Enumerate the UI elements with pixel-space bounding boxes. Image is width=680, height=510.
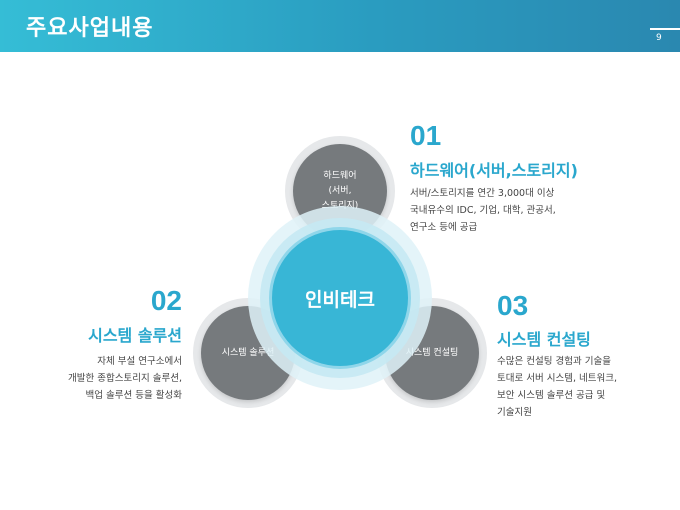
consulting-description: 수많은 컨설팅 경험과 기술을 토대로 서버 시스템, 네트워크, 보안 시스템… — [497, 353, 617, 421]
hardware-circle-line: (서버, — [328, 185, 352, 196]
hardware-description: 서버/스토리지를 연간 3,000대 이상 국내유수의 IDC, 기업, 대학,… — [410, 185, 556, 236]
hardware-desc-line: 국내유수의 IDC, 기업, 대학, 관공서, — [410, 205, 556, 216]
solution-desc-line: 개발한 종합스토리지 솔루션, — [68, 373, 182, 384]
consulting-desc-line: 기술지원 — [497, 407, 532, 418]
solution-title: 시스템 솔루션 — [88, 326, 182, 345]
center-circle: 인비테크 — [269, 227, 411, 369]
solution-desc-line: 자체 부설 연구소에서 — [97, 356, 182, 367]
consulting-desc-line: 보안 시스템 솔루션 공급 및 — [497, 390, 606, 401]
consulting-number: 03 — [497, 290, 529, 321]
hardware-desc-line: 연구소 등에 공급 — [410, 222, 478, 233]
hardware-desc-line: 서버/스토리지를 연간 3,000대 이상 — [410, 188, 555, 199]
solution-number: 02 — [150, 285, 182, 316]
hardware-number: 01 — [410, 120, 442, 151]
consulting-title: 시스템 컨설팅 — [497, 330, 591, 349]
hardware-title: 하드웨어(서버,스토리지) — [410, 161, 578, 180]
page-title: 주요사업내용 — [26, 16, 154, 41]
consulting-circle-label: 시스템 컨설팅 — [405, 347, 459, 358]
page-number: 9 — [656, 33, 662, 43]
solution-description: 자체 부설 연구소에서 개발한 종합스토리지 솔루션, 백업 솔루션 등을 활성… — [20, 353, 182, 404]
solution-circle-label: 시스템 솔루션 — [221, 347, 275, 358]
hardware-circle-line: 스토리지) — [322, 199, 359, 214]
consulting-desc-line: 토대로 서버 시스템, 네트워크, — [497, 373, 617, 384]
hardware-circle-line: 하드웨어 — [323, 170, 357, 181]
consulting-desc-line: 수많은 컨설팅 경험과 기술을 — [497, 356, 611, 367]
center-label: 인비테크 — [305, 288, 375, 311]
slide-header: 주요사업내용 9 — [0, 0, 680, 52]
solution-desc-line: 백업 솔루션 등을 활성화 — [85, 390, 182, 401]
header-divider — [650, 28, 680, 30]
